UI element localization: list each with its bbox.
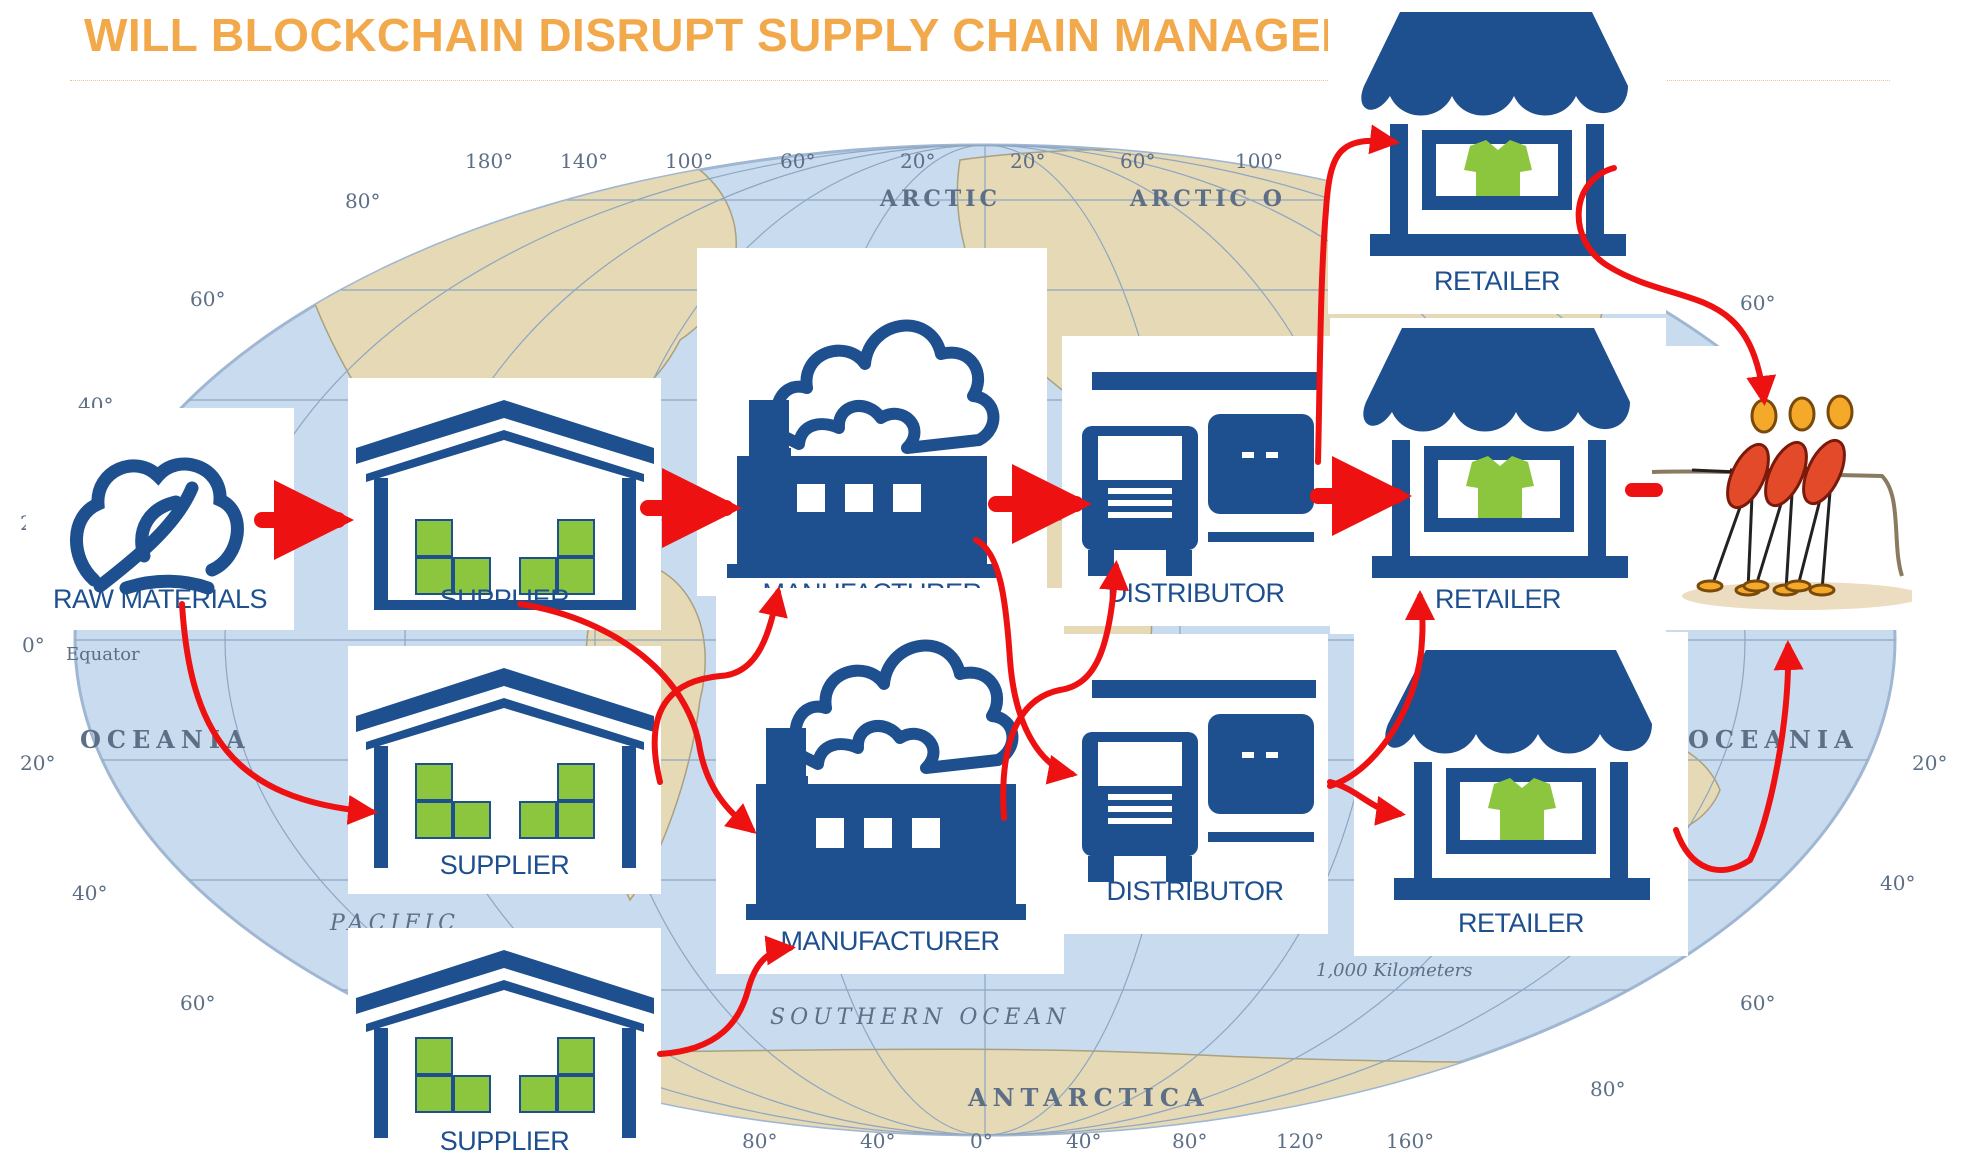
- map-longitude-label: 80°: [742, 1129, 777, 1153]
- supplier-label-3: SUPPLIER: [439, 1126, 570, 1156]
- storefront-icon: [1361, 12, 1628, 256]
- factory-icon: [746, 639, 1026, 920]
- map-scale-label: 1,000 Kilometers: [1316, 960, 1473, 981]
- tug-of-war-people-icon: [1652, 394, 1912, 610]
- raw-materials-node: RAW MATERIALS: [26, 408, 294, 630]
- retailer-node-3: RETAILER: [1354, 632, 1688, 956]
- map-latitude-label: 40°: [1880, 871, 1915, 895]
- map-longitude-label: 140°: [560, 149, 608, 173]
- map-latitude-label: 60°: [1740, 291, 1775, 315]
- supplier-node-2: SUPPLIER: [348, 646, 661, 894]
- map-longitude-label: 0°: [970, 1129, 993, 1153]
- distributor-label-2: DISTRIBUTOR: [1106, 876, 1284, 906]
- map-longitude-label: 180°: [465, 149, 513, 173]
- map-latitude-label: 80°: [1590, 1077, 1625, 1101]
- distributor-node-1: DISTRIBUTOR: [1062, 336, 1330, 626]
- map-longitude-label: 120°: [1276, 1129, 1324, 1153]
- retailer-label-2: RETAILER: [1434, 584, 1562, 614]
- retailer-label-1: RETAILER: [1433, 266, 1561, 296]
- title-divider: [70, 80, 1890, 81]
- distributor-node-2: DISTRIBUTOR: [1062, 634, 1328, 934]
- map-longitude-label: 40°: [860, 1129, 895, 1153]
- map-latitude-label: 0°: [22, 633, 45, 657]
- consumers-node: [1652, 346, 1912, 630]
- warehouse-icon: [356, 400, 654, 610]
- retailer-node-1: RETAILER: [1328, 0, 1666, 314]
- map-latitude-label: 20°: [1912, 751, 1947, 775]
- map-longitude-label: 60°: [1120, 149, 1155, 173]
- map-latitude-label: 80°: [345, 189, 380, 213]
- map-longitude-label: 160°: [1386, 1129, 1434, 1153]
- warehouse-icon: [356, 950, 654, 1138]
- supplier-label-2: SUPPLIER: [439, 850, 570, 880]
- map-longitude-label: 100°: [665, 149, 713, 173]
- supplier-label-1: SUPPLIER: [439, 584, 570, 614]
- supplier-node-1: SUPPLIER: [348, 378, 661, 630]
- cotton-icon: [70, 457, 244, 595]
- manufacturer-node-2: MANUFACTURER: [716, 588, 1064, 974]
- truck-icon: [1082, 680, 1316, 882]
- map-latitude-label: 40°: [72, 881, 107, 905]
- map-latitude-label: 60°: [180, 991, 215, 1015]
- retailer-label-3: RETAILER: [1457, 908, 1585, 938]
- factory-icon: [727, 319, 1000, 578]
- page-title: WILL BLOCKCHAIN DISRUPT SUPPLY CHAIN MAN…: [84, 9, 1360, 61]
- map-longitude-label: 40°: [1066, 1129, 1101, 1153]
- retailer-node-2: RETAILER: [1330, 318, 1666, 634]
- manufacturer-node-1: MANUFACTURER: [697, 248, 1047, 596]
- map-label-oceania: OCEANIA: [80, 725, 251, 754]
- map-longitude-label: 100°: [1235, 149, 1283, 173]
- map-latitude-label: 20°: [20, 751, 55, 775]
- map-latitude-label: 60°: [1740, 991, 1775, 1015]
- map-longitude-label: 20°: [1010, 149, 1045, 173]
- map-longitude-label: 20°: [900, 149, 935, 173]
- supplier-node-3: SUPPLIER: [348, 928, 661, 1162]
- map-label-arctic: ARCTIC: [879, 186, 1001, 212]
- distributor-label-1: DISTRIBUTOR: [1107, 578, 1285, 608]
- storefront-icon: [1385, 650, 1652, 900]
- manufacturer-label-2: MANUFACTURER: [780, 926, 1000, 956]
- map-label-oceania: OCEANIA: [1688, 725, 1859, 754]
- map-longitude-label: 60°: [780, 149, 815, 173]
- truck-icon: [1082, 372, 1318, 576]
- raw-materials-label: RAW MATERIALS: [52, 584, 268, 614]
- storefront-icon: [1363, 328, 1630, 578]
- map-label-equator: Equator: [66, 644, 140, 665]
- map-label-southern-ocean: SOUTHERN OCEAN: [770, 1005, 1070, 1030]
- map-longitude-label: 80°: [1172, 1129, 1207, 1153]
- map-label-antarctica: ANTARCTICA: [967, 1083, 1210, 1112]
- map-latitude-label: 60°: [190, 287, 225, 311]
- map-label-arctic: ARCTIC O: [1129, 186, 1286, 212]
